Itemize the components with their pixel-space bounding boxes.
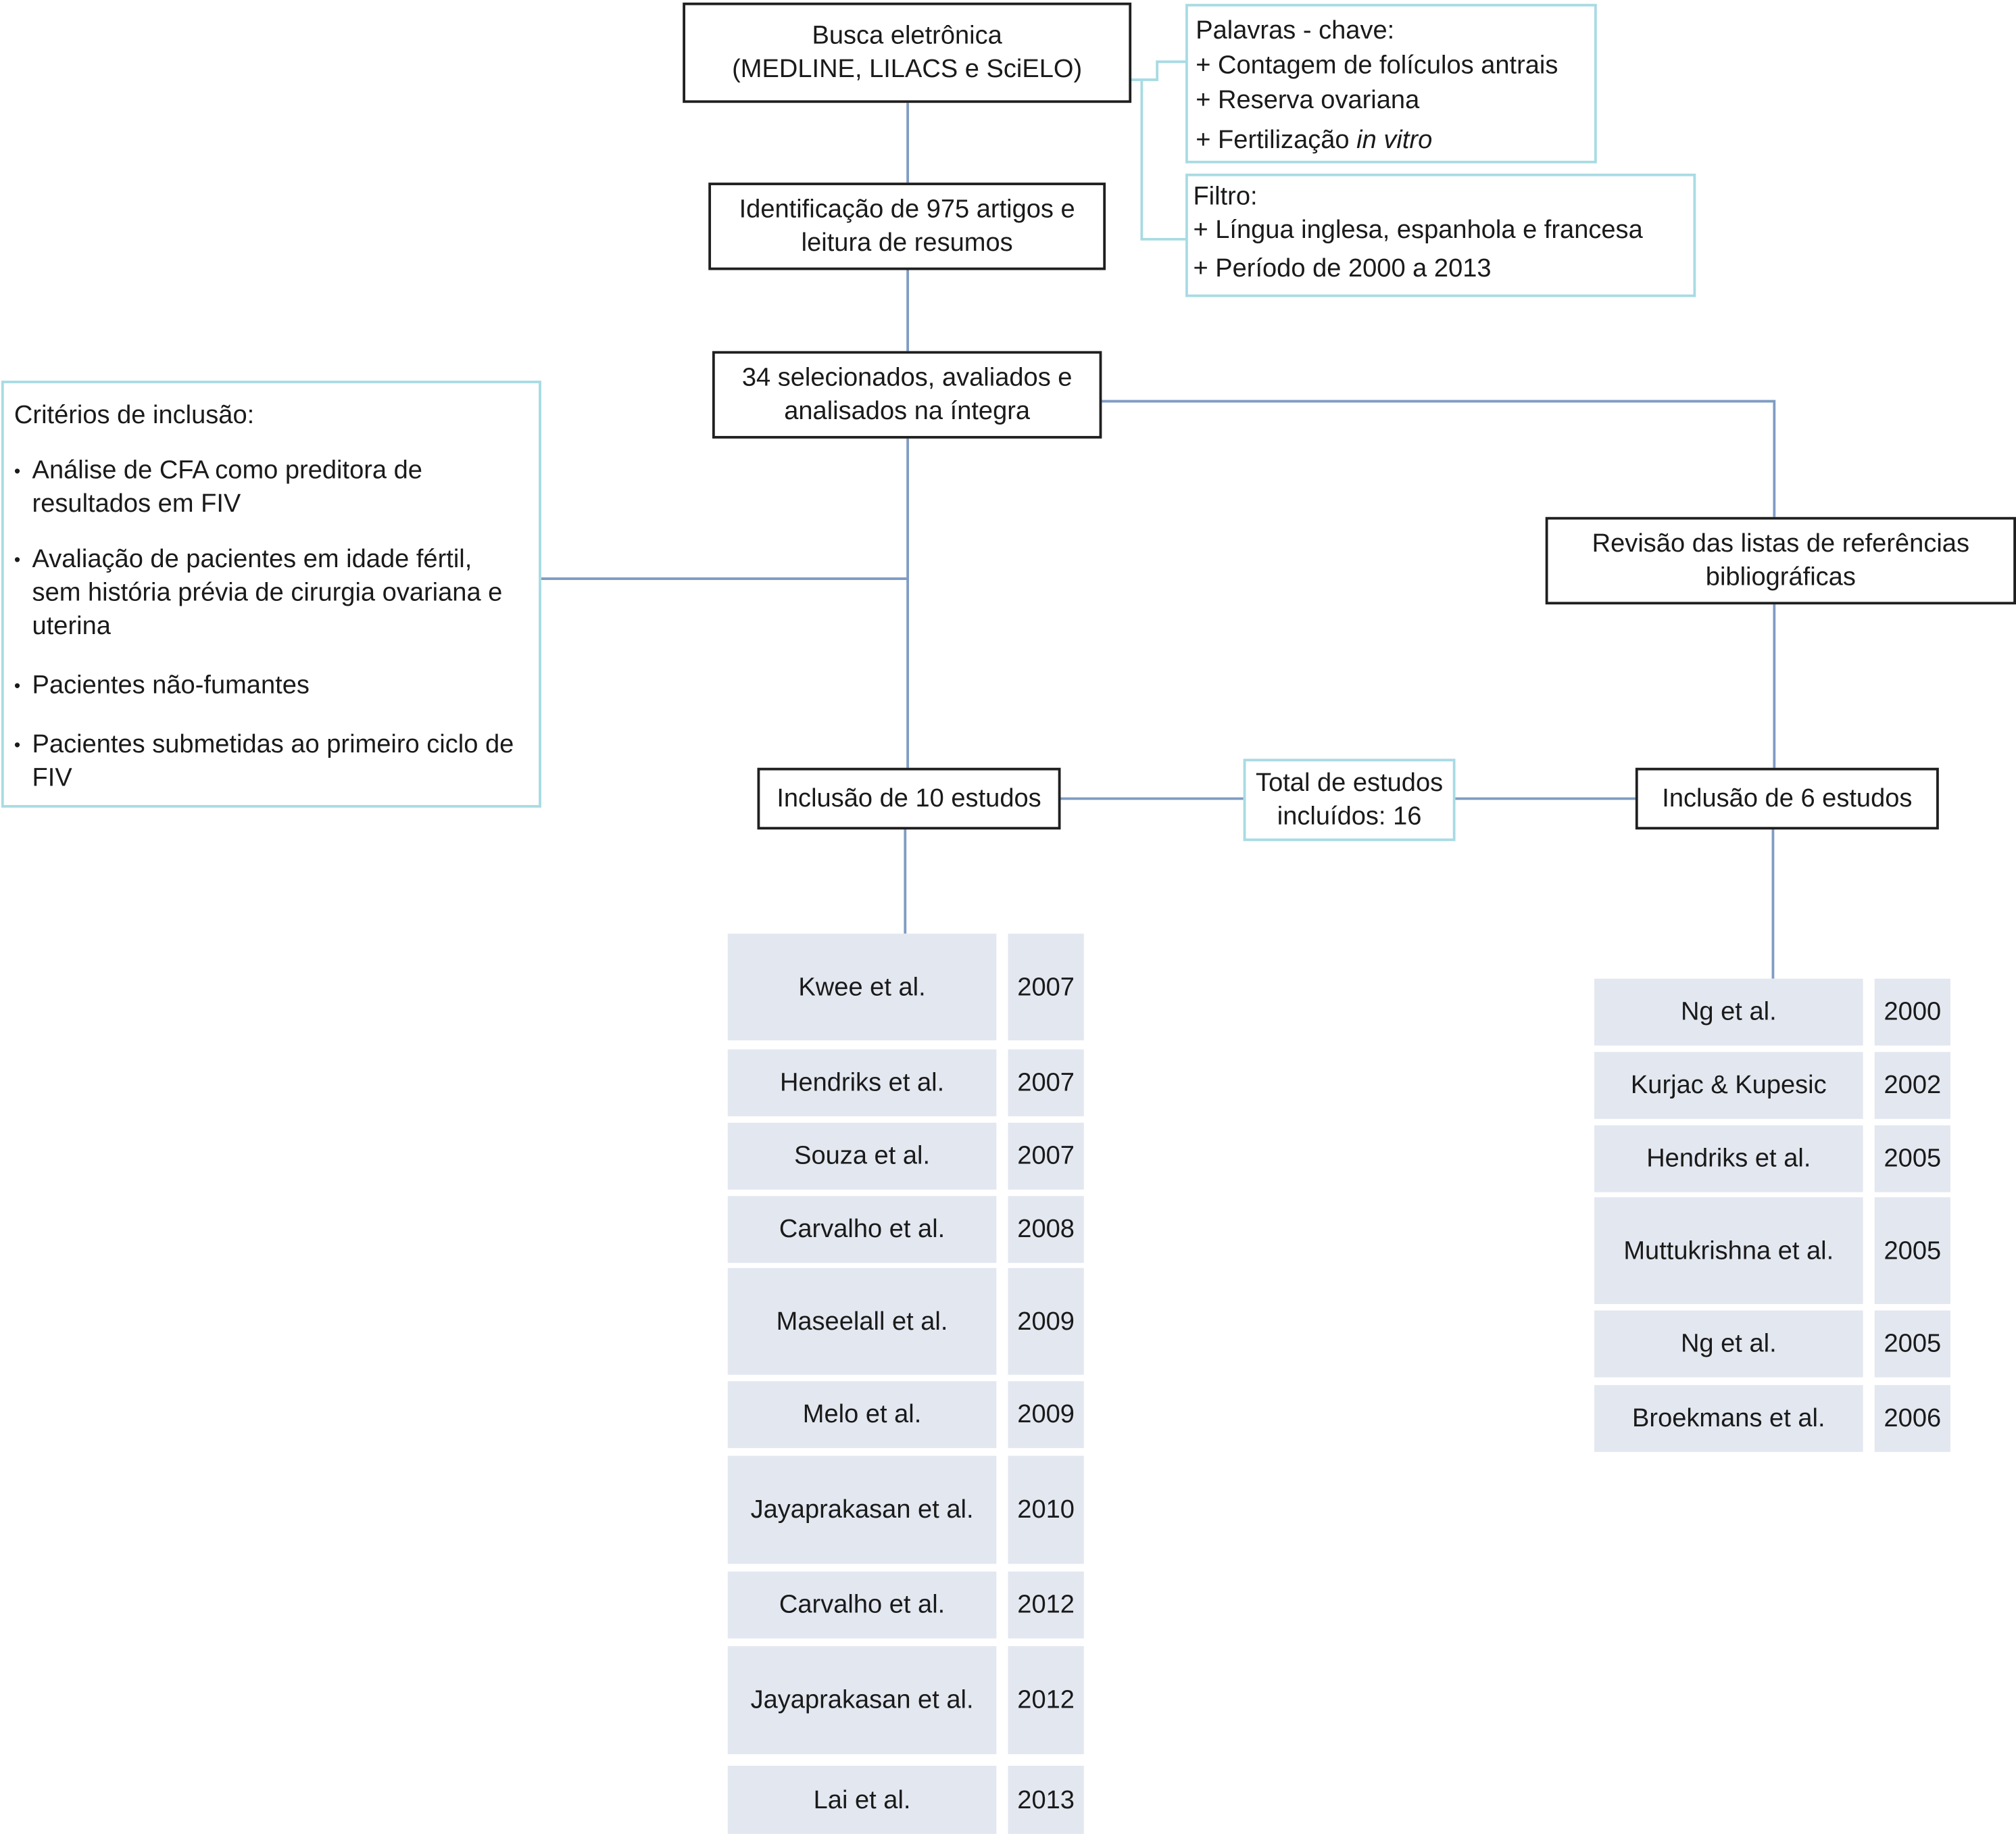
right-study-author: Kurjac & Kupesic xyxy=(1594,1052,1863,1119)
review-line-1: Revisão das listas de referências xyxy=(1592,529,1970,558)
filter-title: Filtro: xyxy=(1193,183,1258,211)
left-study-year: 2012 xyxy=(1008,1646,1084,1754)
keyword-3-prefix: + Fertilização xyxy=(1196,126,1357,155)
criteria-list: Análise de CFA como preditora de resulta… xyxy=(14,432,523,794)
criteria-item: Avaliação de pacientes em idade fértil, … xyxy=(14,543,523,643)
search-line-2: (MEDLINE, LILACS e SciELO) xyxy=(732,55,1083,84)
filter-line-2: + Período de 2000 a 2013 xyxy=(1193,254,1492,283)
search-line-1: Busca eletrônica xyxy=(812,22,1002,51)
criteria-item: Pacientes não-fumantes xyxy=(14,669,523,702)
left-study-author: Carvalho et al. xyxy=(727,1571,997,1639)
right-study-year: 2002 xyxy=(1874,1052,1950,1119)
right-study-author: Hendriks et al. xyxy=(1594,1125,1863,1192)
right-study-author: Ng et al. xyxy=(1594,1310,1863,1378)
left-study-year: 2007 xyxy=(1008,1122,1084,1190)
right-study-year: 2006 xyxy=(1874,1384,1950,1452)
keyword-3-italic: in vitro xyxy=(1356,126,1433,155)
filter-box: Filtro: + Língua inglesa, espanhola e fr… xyxy=(1185,173,1696,297)
search-box: Busca eletrônica (MEDLINE, LILACS e SciE… xyxy=(683,2,1132,103)
total-box: Total de estudos incluídos: 16 xyxy=(1243,758,1456,842)
left-study-author: Kwee et al. xyxy=(727,934,997,1041)
inclusion-left-box: Inclusão de 10 estudos xyxy=(757,767,1061,830)
left-study-year: 2007 xyxy=(1008,934,1084,1041)
criteria-item: Pacientes submetidas ao primeiro ciclo d… xyxy=(14,728,523,795)
left-study-author: Jayaprakasan et al. xyxy=(727,1455,997,1564)
total-line-2: incluídos: 16 xyxy=(1277,802,1422,831)
keywords-title: Palavras - chave: xyxy=(1196,16,1395,45)
keyword-1: + Contagem de folículos antrais xyxy=(1196,51,1558,80)
connector-search-keywords xyxy=(1130,60,1186,81)
left-study-author: Souza et al. xyxy=(727,1122,997,1190)
right-study-year: 2005 xyxy=(1874,1125,1950,1192)
right-study-year: 2005 xyxy=(1874,1310,1950,1378)
connector-selected-review xyxy=(1100,400,1776,517)
selected-line-2: analisados na íntegra xyxy=(784,397,1031,426)
left-study-year: 2010 xyxy=(1008,1455,1084,1564)
selected-box: 34 selecionados, avaliados e analisados … xyxy=(712,351,1102,439)
review-line-2: bibliográficas xyxy=(1705,563,1856,592)
right-study-author: Ng et al. xyxy=(1594,978,1863,1046)
left-study-author: Hendriks et al. xyxy=(727,1049,997,1117)
keywords-box: Palavras - chave: + Contagem de folículo… xyxy=(1185,3,1597,164)
connector-search-filter xyxy=(1130,78,1186,241)
left-study-year: 2013 xyxy=(1008,1766,1084,1834)
left-study-year: 2008 xyxy=(1008,1196,1084,1263)
criteria-title: Critérios de inclusão: xyxy=(14,401,255,430)
keyword-3: + Fertilização in vitro xyxy=(1196,124,1432,158)
inclusion-right-box: Inclusão de 6 estudos xyxy=(1635,767,1939,830)
left-study-author: Lai et al. xyxy=(727,1766,997,1834)
filter-line-1: + Língua inglesa, espanhola e francesa xyxy=(1193,216,1643,245)
criteria-box: Critérios de inclusão: Análise de CFA co… xyxy=(1,381,541,808)
left-study-author: Melo et al. xyxy=(727,1381,997,1449)
selected-line-1: 34 selecionados, avaliados e xyxy=(741,364,1073,393)
inclusion-left-label: Inclusão de 10 estudos xyxy=(777,784,1041,813)
identification-box: Identificação de 975 artigos e leitura d… xyxy=(708,183,1106,270)
inclusion-right-label: Inclusão de 6 estudos xyxy=(1662,784,1913,813)
identification-line-1: Identificação de 975 artigos e xyxy=(739,195,1075,224)
left-study-year: 2012 xyxy=(1008,1571,1084,1639)
left-study-year: 2007 xyxy=(1008,1049,1084,1117)
left-study-author: Carvalho et al. xyxy=(727,1196,997,1263)
right-study-year: 2005 xyxy=(1874,1197,1950,1305)
review-box: Revisão das listas de referências biblio… xyxy=(1545,516,2016,605)
left-study-year: 2009 xyxy=(1008,1268,1084,1375)
right-study-author: Muttukrishna et al. xyxy=(1594,1197,1863,1305)
identification-line-2: leitura de resumos xyxy=(801,228,1013,258)
left-study-author: Jayaprakasan et al. xyxy=(727,1646,997,1754)
left-study-year: 2009 xyxy=(1008,1381,1084,1449)
left-study-author: Maseelall et al. xyxy=(727,1268,997,1375)
total-line-1: Total de estudos xyxy=(1256,769,1444,798)
right-study-author: Broekmans et al. xyxy=(1594,1384,1863,1452)
keyword-2: + Reserva ovariana xyxy=(1196,86,1420,115)
right-study-year: 2000 xyxy=(1874,978,1950,1046)
criteria-item: Análise de CFA como preditora de resulta… xyxy=(14,454,523,521)
